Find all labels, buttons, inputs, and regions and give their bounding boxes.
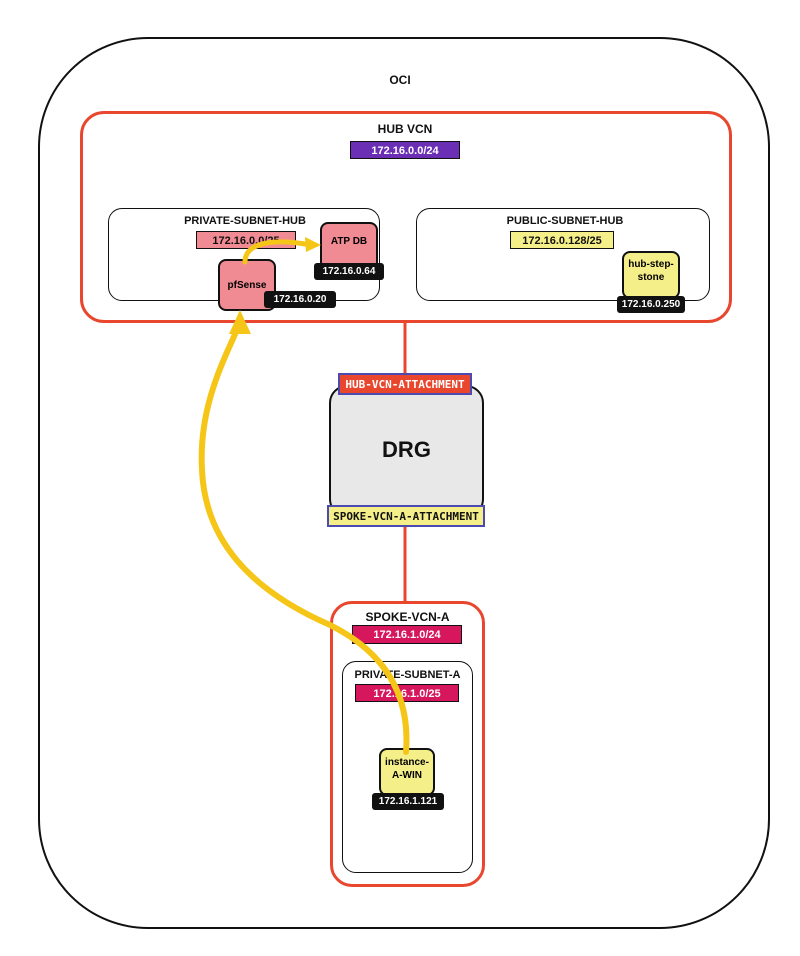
- private-subnet-a-cidr: 172.16.1.0/25: [355, 684, 459, 702]
- hub-step-stone-label: hub-step-stone: [628, 259, 674, 283]
- spoke-vcn-a-cidr: 172.16.1.0/24: [352, 625, 462, 644]
- atp-db-ip: 172.16.0.64: [314, 263, 384, 280]
- hub-step-stone-node[interactable]: hub-step-stone: [622, 251, 680, 299]
- oci-boundary: [38, 37, 770, 929]
- atp-db-node[interactable]: ATP DB: [320, 222, 378, 270]
- drg-label: DRG: [382, 437, 431, 462]
- spoke-vcn-a-label: SPOKE-VCN-A: [365, 610, 450, 624]
- private-subnet-hub-cidr: 172.16.0.0/25: [196, 231, 296, 249]
- hub-vcn-cidr: 172.16.0.0/24: [350, 141, 460, 159]
- oci-label: OCI: [389, 73, 411, 87]
- pfsense-ip: 172.16.0.20: [264, 291, 336, 308]
- hub-step-stone-ip: 172.16.0.250: [617, 296, 685, 313]
- public-subnet-hub-label: PUBLIC-SUBNET-HUB: [506, 215, 624, 227]
- atp-db-label: ATP DB: [330, 235, 368, 247]
- instance-a-win-node[interactable]: instance-A-WIN: [379, 748, 435, 796]
- spoke-vcn-a-attachment[interactable]: SPOKE-VCN-A-ATTACHMENT: [327, 505, 485, 527]
- hub-vcn-attachment[interactable]: HUB-VCN-ATTACHMENT: [338, 373, 472, 395]
- pfsense-label: pfSense: [227, 279, 267, 291]
- private-subnet-hub-label: PRIVATE-SUBNET-HUB: [184, 215, 306, 227]
- hub-vcn-label: HUB VCN: [377, 122, 433, 136]
- public-subnet-hub-cidr: 172.16.0.128/25: [510, 231, 614, 249]
- instance-a-win-label: instance-A-WIN: [385, 757, 429, 781]
- instance-a-win-ip: 172.16.1.121: [372, 793, 444, 810]
- private-subnet-a-label: PRIVATE-SUBNET-A: [354, 669, 461, 681]
